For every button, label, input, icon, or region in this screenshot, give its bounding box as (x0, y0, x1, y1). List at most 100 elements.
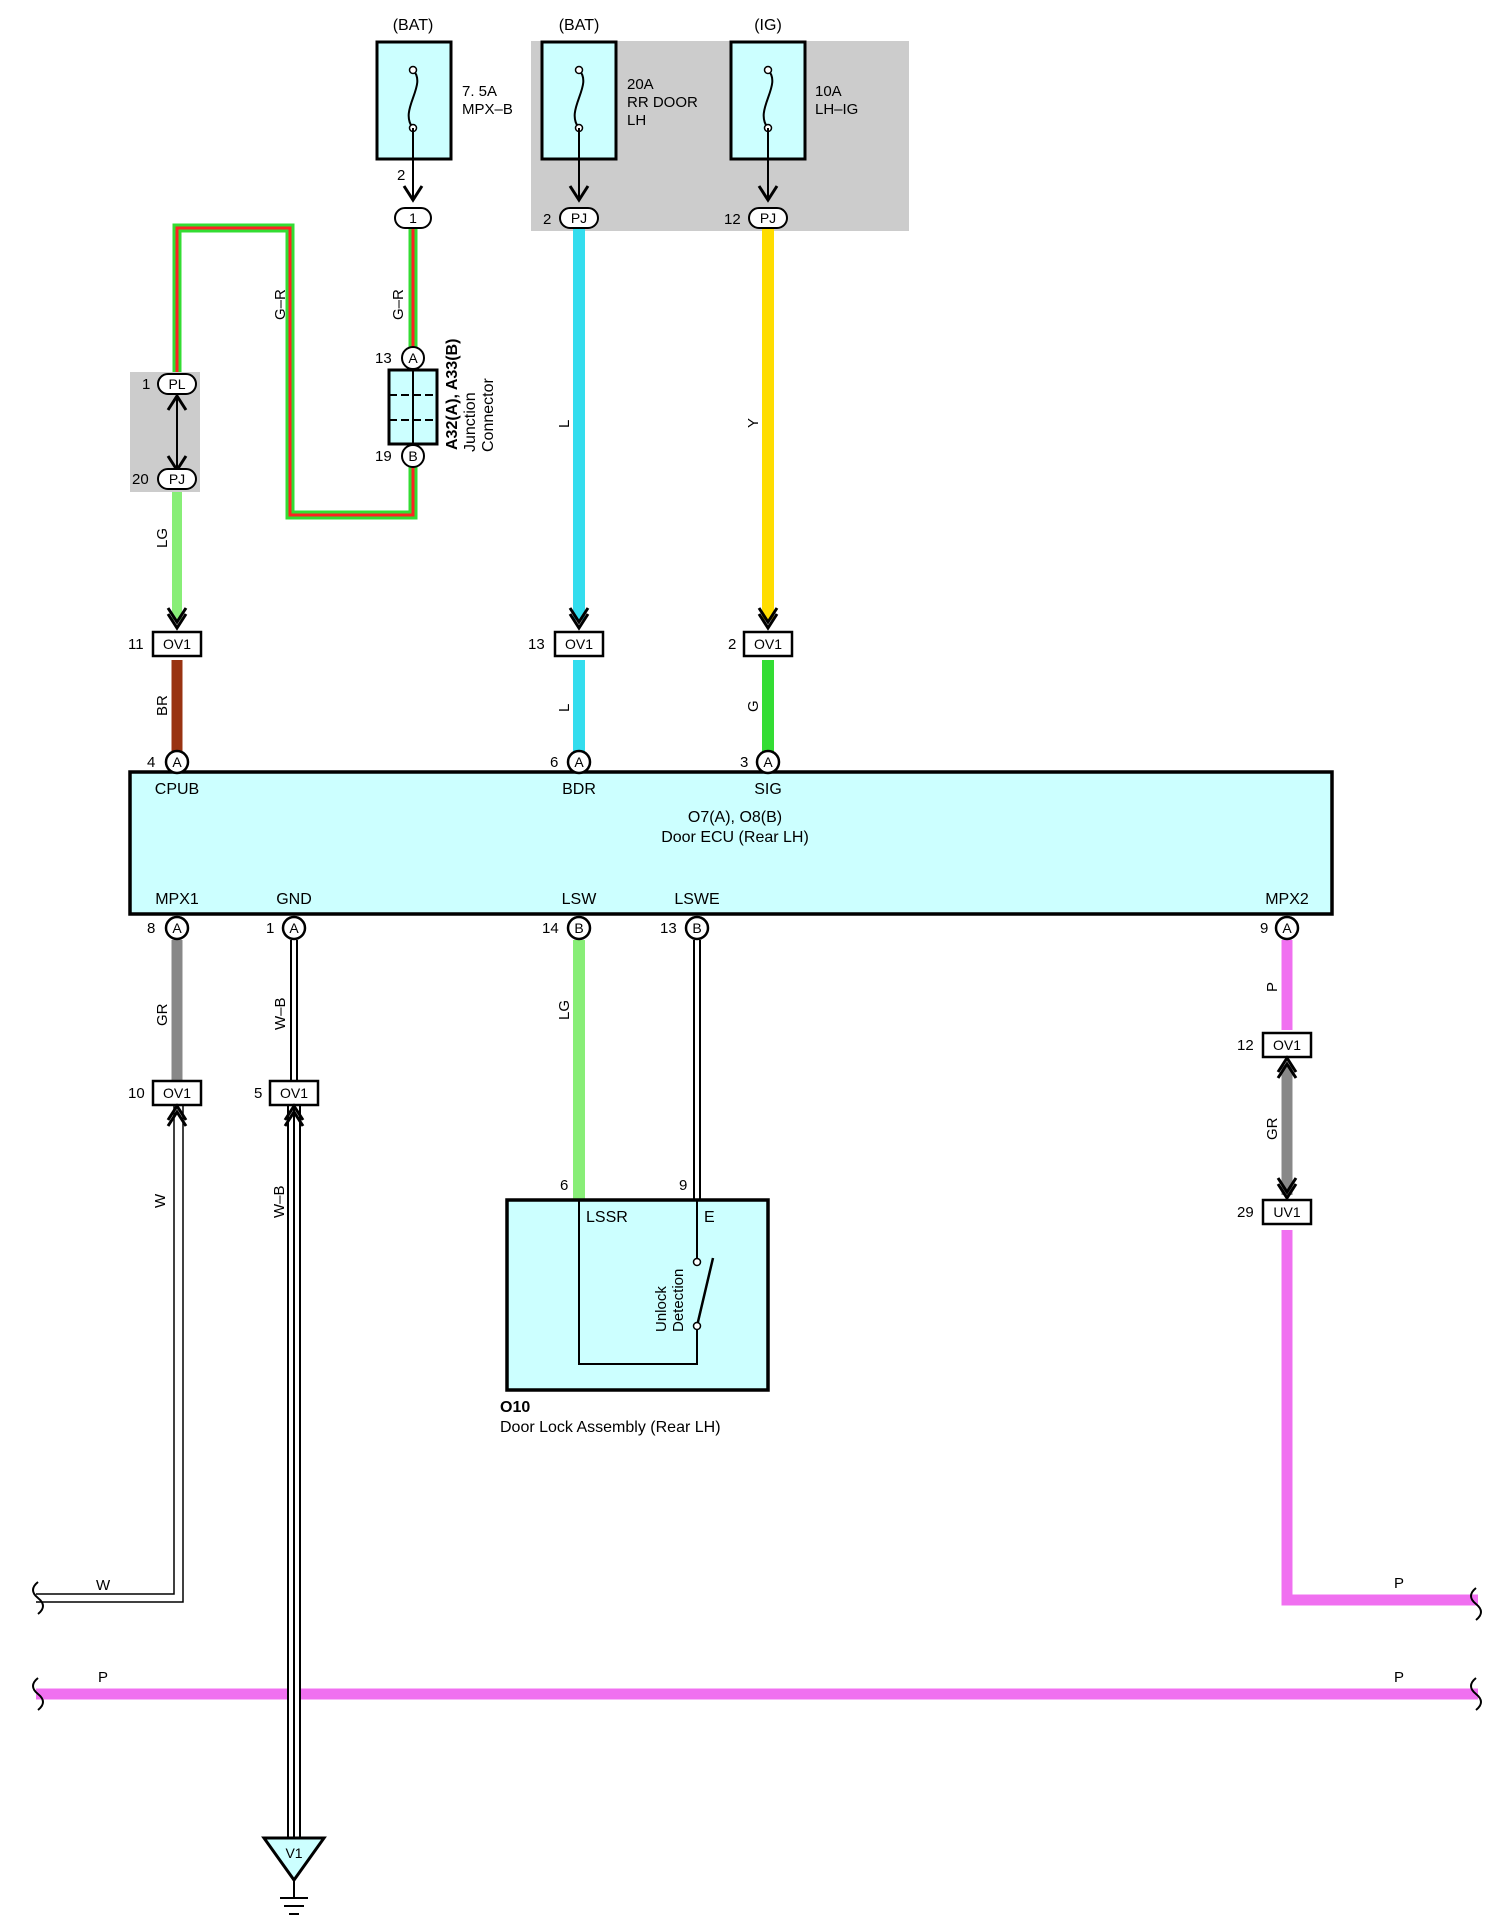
pin-number: 5 (254, 1085, 262, 1102)
ecu-terminal: CPUB (155, 781, 199, 798)
svg-text:OV1: OV1 (163, 1085, 191, 1101)
pin-number: 13 (375, 350, 392, 367)
svg-text:9: 9 (1260, 920, 1268, 937)
pin-number: 1 (142, 376, 150, 393)
connector-pj-ig: PJ (748, 207, 788, 229)
svg-text:1: 1 (266, 920, 274, 937)
svg-text:3: 3 (740, 754, 748, 771)
fuse-rating: 7. 5A (462, 83, 497, 100)
wire-w (36, 1100, 184, 1603)
svg-text:A: A (289, 920, 299, 936)
ecu-name: O7(A), O8(B) (688, 809, 782, 826)
junction-desc: Junction (462, 392, 479, 452)
svg-text:GR: GR (154, 1003, 171, 1026)
ecu-terminal: BDR (562, 781, 596, 798)
svg-text:W: W (96, 1577, 111, 1594)
ecu-pin: A 3 (740, 749, 781, 775)
pin-number: 2 (543, 211, 551, 228)
svg-text:A: A (1282, 920, 1292, 936)
svg-text:B: B (408, 448, 417, 464)
svg-text:13: 13 (660, 920, 677, 937)
pin-number: 12 (724, 211, 741, 228)
ecu-terminal: MPX2 (1265, 891, 1309, 908)
svg-text:PL: PL (168, 376, 185, 392)
ecu-pin: A 1 (266, 915, 307, 941)
svg-text:A: A (172, 754, 182, 770)
svg-text:L: L (556, 704, 573, 712)
ecu-pin: B 13 (660, 915, 710, 941)
pin-number: 9 (679, 1177, 687, 1194)
fuse-source: (BAT) (393, 17, 434, 34)
ecu-pin: A 6 (550, 749, 592, 775)
ov1-connector: OV1 2 (728, 630, 794, 658)
pin-number: 2 (728, 636, 736, 653)
svg-text:L: L (556, 420, 573, 428)
svg-text:BR: BR (154, 695, 171, 716)
pin-number: 12 (1237, 1037, 1254, 1054)
ecu-terminal: LSW (562, 891, 598, 908)
wire-wb-gnd (287, 940, 301, 1838)
svg-text:GR: GR (1264, 1117, 1281, 1140)
ecu-desc: Door ECU (Rear LH) (661, 829, 809, 846)
pin-number: 13 (528, 636, 545, 653)
svg-text:PJ: PJ (760, 210, 776, 226)
ground-v1: V1 (261, 1836, 327, 1915)
pin-number: 29 (1237, 1204, 1254, 1221)
svg-text:V1: V1 (285, 1845, 302, 1861)
fuse-rating: 20A (627, 76, 654, 93)
svg-text:LG: LG (556, 1000, 573, 1020)
fuse-mpx-b: (BAT) 7. 5A MPX–B (375, 17, 513, 161)
svg-text:W–B: W–B (271, 1185, 288, 1218)
switch-label: Detection (670, 1269, 687, 1332)
door-lock-name: O10 (500, 1399, 530, 1416)
connector-pj-rr: PJ (559, 207, 599, 229)
ov1-connector: OV1 5 (254, 1079, 320, 1107)
fuse-name: RR DOOR (627, 94, 698, 111)
ecu-pin: B 14 (542, 915, 592, 941)
ecu-terminal: GND (276, 891, 312, 908)
svg-text:A: A (574, 754, 584, 770)
svg-text:P: P (1394, 1575, 1404, 1592)
ov1-connector: OV1 13 (528, 630, 605, 658)
unlock-detection-switch (695, 1257, 715, 1327)
uv1-connector: UV1 29 (1237, 1198, 1313, 1226)
connector-1: 1 (394, 207, 432, 229)
svg-text:W–B: W–B (272, 997, 289, 1030)
pin-number: 2 (397, 167, 405, 184)
svg-text:PJ: PJ (571, 210, 587, 226)
door-lock-assembly: 6 9 LSSR E Unlock Detection O10 Door Loc… (500, 1177, 770, 1436)
door-ecu: O7(A), O8(B) Door ECU (Rear LH) CPUB BDR… (128, 770, 1334, 916)
svg-text:Y: Y (745, 418, 762, 428)
svg-text:B: B (692, 920, 701, 936)
svg-text:1: 1 (409, 210, 417, 226)
svg-text:A: A (408, 350, 418, 366)
fuse-source: (BAT) (559, 17, 600, 34)
ov1-connector: OV1 12 (1237, 1031, 1313, 1059)
svg-text:14: 14 (542, 920, 559, 937)
door-lock-desc: Door Lock Assembly (Rear LH) (500, 1419, 721, 1436)
svg-text:8: 8 (147, 920, 155, 937)
ecu-pin: A 8 (147, 915, 190, 941)
svg-text:4: 4 (147, 754, 155, 771)
switch-label: Unlock (653, 1286, 670, 1332)
pin-number: 20 (132, 471, 149, 488)
svg-text:A: A (763, 754, 773, 770)
ecu-terminal: LSWE (674, 891, 719, 908)
svg-text:PJ: PJ (169, 471, 185, 487)
fuse-name-2: LH (627, 112, 646, 129)
svg-text:P: P (1394, 1669, 1404, 1686)
svg-text:B: B (574, 920, 583, 936)
ecu-terminal: MPX1 (155, 891, 199, 908)
ecu-pin: A 4 (147, 749, 190, 775)
junction-name: A32(A), A33(B) (444, 339, 461, 450)
svg-text:P: P (1264, 982, 1281, 992)
svg-text:W: W (152, 1193, 169, 1208)
svg-text:A: A (172, 920, 182, 936)
pin-number: 10 (128, 1085, 145, 1102)
svg-text:6: 6 (550, 754, 558, 771)
ecu-pin: A 9 (1260, 915, 1300, 941)
connector-pl-pj: PL 1 PJ 20 (132, 373, 197, 490)
fuse-rr-door-lh: (BAT) 20A RR DOOR LH (540, 17, 698, 161)
break-marks (32, 1581, 1482, 1711)
